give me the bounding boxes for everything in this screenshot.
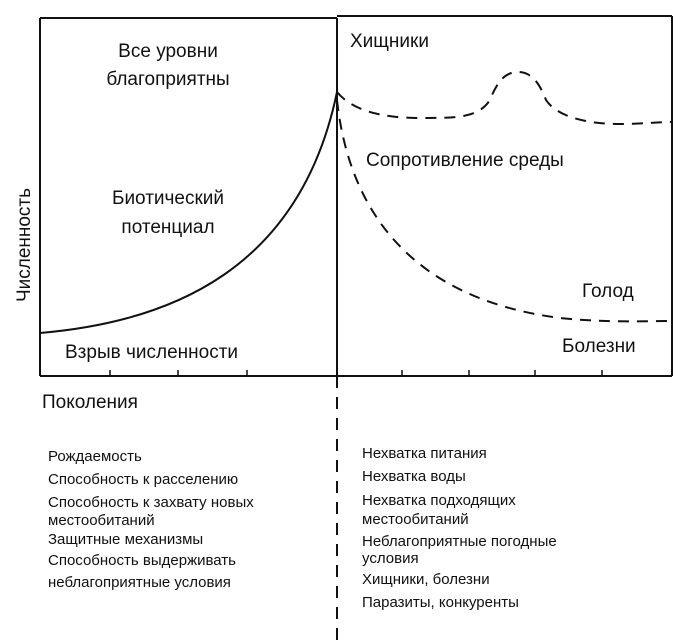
resistance-curve: [336, 99, 673, 323]
x-axis-ticks: [109, 370, 603, 376]
left-factor-list: Рождаемость Способность к расселению Спо…: [48, 448, 254, 591]
left-list-item: Способность к захвату новых: [48, 494, 254, 511]
diseases-label: Болезни: [562, 336, 636, 357]
left-list-item: Способность выдерживать: [48, 552, 236, 569]
right-list-item: Нехватка воды: [362, 468, 466, 485]
biotic-potential-curve: [39, 91, 338, 334]
right-list-item: условия: [362, 550, 419, 567]
biotic-potential-label-line2: потенциал: [121, 217, 214, 238]
predators-curve: [336, 70, 673, 126]
y-axis-label: Численность: [14, 188, 35, 302]
left-list-item: Рождаемость: [48, 448, 142, 465]
hunger-label: Голод: [582, 281, 634, 302]
left-list-item: Защитные механизмы: [48, 531, 203, 548]
population-explosion-label: Взрыв численности: [65, 342, 238, 363]
left-list-item: неблагоприятные условия: [48, 574, 231, 591]
left-list-item: Способность к расселению: [48, 471, 238, 488]
right-list-item: Нехватка подходящих: [362, 492, 516, 509]
left-list-item: местообитаний: [48, 512, 155, 529]
predators-label: Хищники: [350, 31, 429, 52]
right-list-item: Нехватка питания: [362, 445, 487, 462]
environmental-resistance-label: Сопротивление среды: [366, 150, 564, 171]
right-list-item: Хищники, болезни: [362, 571, 490, 588]
all-levels-label-line2: благоприятны: [106, 69, 229, 90]
right-list-item: Паразиты, конкуренты: [362, 594, 519, 611]
x-axis-label: Поколения: [42, 392, 138, 413]
all-levels-label-line1: Все уровни: [118, 41, 218, 62]
right-list-item: Неблагоприятные погодные: [362, 533, 557, 550]
right-factor-list: Нехватка питания Нехватка воды Нехватка …: [362, 445, 557, 611]
right-list-item: местообитаний: [362, 511, 469, 528]
biotic-potential-label-line1: Биотический: [112, 188, 224, 209]
